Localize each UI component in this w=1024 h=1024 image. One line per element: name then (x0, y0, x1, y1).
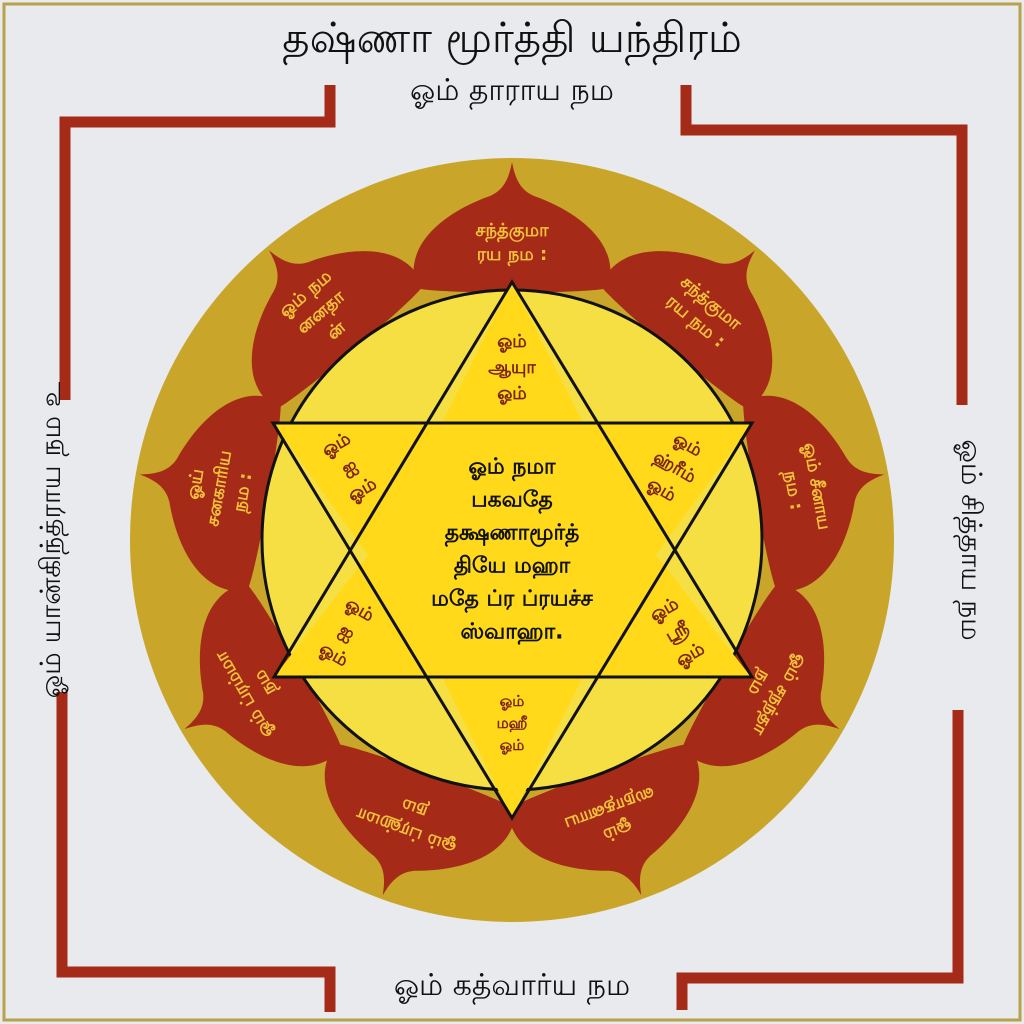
petal-shape (743, 395, 885, 592)
center-mantra-text-line: பகவதே (471, 488, 552, 515)
petal-text-line: சந்த்குமா (475, 220, 549, 243)
gate-text-top: ஓம் தாராய நம (410, 73, 614, 110)
upward-triangle (271, 279, 755, 679)
star-point: ஓம் மஹீ ஓம் (497, 692, 528, 754)
star-point-text-line: ஓம் (500, 692, 525, 710)
downward-triangle (270, 421, 755, 821)
center-mantra-text-line: ஓம் நமா (468, 455, 556, 482)
petal-shape (324, 743, 517, 896)
star-fill (273, 282, 752, 818)
star-point: ஓம் ஆயுா ஓம் (488, 331, 536, 404)
petal-text-line: ரய நம : (477, 244, 548, 267)
petal-shape (184, 582, 342, 767)
lotus-petal: சந்த்குமாரய நம : (413, 162, 611, 293)
lotus-petal: ஓய்சனகாரியநம : (139, 395, 281, 592)
gate-line-top-left (59, 85, 336, 400)
petal-shape (413, 162, 611, 293)
gate-line-bottom-left (56, 692, 336, 1012)
gate-text-left: ஓம் யான்கிந்த்ராய நம உ (34, 381, 69, 698)
hexagram (270, 279, 755, 821)
lotus-petal: ஓம் சநந்தாநம (682, 582, 840, 767)
star-point-text-line: ஓம் (497, 383, 527, 404)
lotus-petal: சந்த்குமாரய நம : (600, 250, 773, 409)
center-mantra-text-line: தக்ஷணாமூர்த் (445, 521, 580, 548)
gate-line-top-right (680, 85, 968, 405)
petal-text: சந்த்குமாரய நம : (475, 220, 549, 267)
center-mantra-text: ஓம் நமா பகவதே தக்ஷணாமூர்த் தியே மஹா மதே ப்ர … (431, 455, 593, 646)
petal-shape (600, 250, 773, 409)
star-point-text-line: ஆயுா (488, 357, 536, 378)
gate-text-right: ஓம் சித்தாய நம (953, 439, 988, 640)
gate-line-bottom-right (676, 710, 964, 1010)
petal-shape (251, 250, 424, 409)
title: தஷ்ணா மூர்த்தி யந்திரம் (282, 13, 742, 66)
center-mantra-text-line: மதே ப்ர ப்ரயச்ச (431, 587, 593, 614)
petal-shape (139, 395, 281, 592)
petal-shape (507, 743, 700, 896)
gate-text-bottom: ஓம் கத்வார்ய நம (394, 968, 630, 1005)
lotus-petal: ஓம் ப்ரம்மாநம (184, 582, 342, 767)
center-mantra: ஓம் நமா பகவதே தக்ஷணாமூர்த் தியே மஹா மதே ப்ர … (431, 455, 593, 646)
lotus-petals: சந்த்குமாரய நம :சந்த்குமாரய நம :ஓம் சீனா… (139, 162, 885, 896)
star-point-text: ஓம் மஹீ ஓம் (497, 692, 528, 754)
star-point-text-line: மஹீ (497, 714, 528, 732)
star-point-text-line: ஓம் (500, 736, 525, 754)
star-point-text: ஓம் ஆயுா ஓம் (488, 331, 536, 404)
center-mantra-text-line: தியே மஹா (454, 554, 571, 581)
petal-shape (682, 582, 840, 767)
lotus-petal: ஓம்ஸநாதனாய (507, 743, 700, 896)
bhupura-gates (56, 85, 968, 1012)
lotus-petal: ஓம் சீனாயநம : (743, 395, 885, 592)
petal-text-line: ஓய் (182, 467, 208, 501)
center-mantra-text-line: ஸ்வாஹா. (461, 620, 564, 646)
lotus-petal: ஓம் ப்ரஹ்மாநம (324, 743, 517, 896)
star-point-text-line: ஓம் (497, 331, 527, 352)
lotus-petal: ஓம் நமனனதான் (251, 250, 424, 409)
